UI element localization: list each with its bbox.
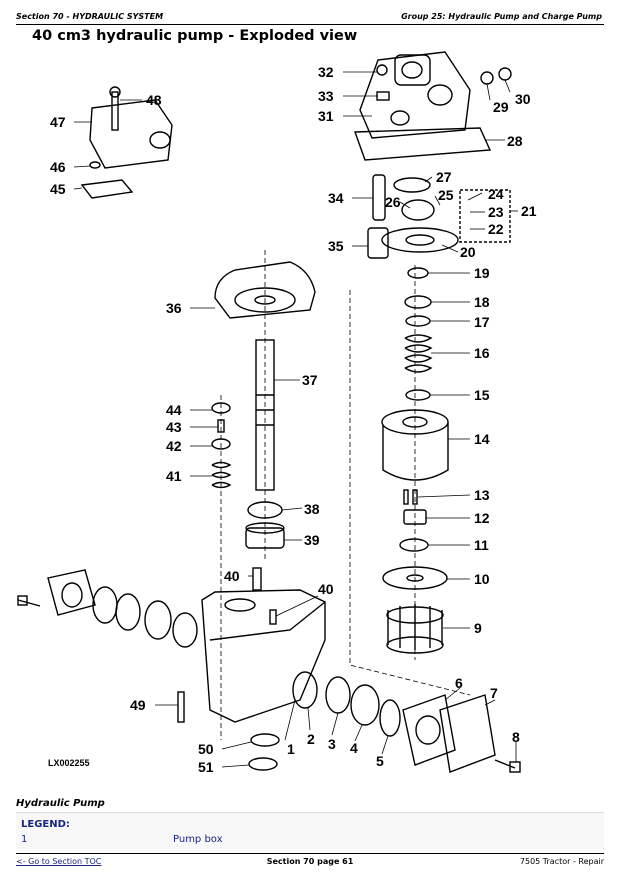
callout-51: 51 (198, 759, 214, 775)
legend-title: LEGEND: (21, 819, 70, 830)
legend-item-text: Pump box (173, 834, 223, 845)
callout-30: 30 (515, 91, 531, 107)
callout-46: 46 (50, 159, 66, 175)
callout-45: 45 (50, 181, 66, 197)
callout-38: 38 (304, 501, 320, 517)
callout-47: 47 (50, 114, 66, 130)
callout-24: 24 (488, 186, 504, 202)
callout-7: 7 (490, 685, 498, 701)
callout-28: 28 (507, 133, 523, 149)
callout-2: 2 (307, 731, 315, 747)
page-number: Section 70 page 61 (266, 857, 354, 866)
callout-37: 37 (302, 372, 318, 388)
callout-13: 13 (474, 487, 490, 503)
callout-41: 41 (166, 468, 182, 484)
callout-17: 17 (474, 314, 490, 330)
callout-22: 22 (488, 221, 504, 237)
callout-39: 39 (304, 532, 320, 548)
callout-35: 35 (328, 238, 344, 254)
callout-18: 18 (474, 294, 490, 310)
callout-9: 9 (474, 620, 482, 636)
legend-item-number: 1 (21, 834, 28, 845)
callout-44: 44 (166, 402, 182, 418)
manual-name: 7505 Tractor - Repair (519, 857, 604, 866)
callout-16: 16 (474, 345, 490, 361)
footer-divider (16, 853, 604, 854)
exploded-view-diagram: 1 2 3 4 5 6 7 8 9 10 11 12 13 14 15 16 1… (17, 51, 537, 775)
callout-15: 15 (474, 387, 490, 403)
callout-34: 34 (328, 190, 344, 206)
page-title: 40 cm3 hydraulic pump - Exploded view (32, 28, 358, 44)
callout-14: 14 (474, 431, 490, 447)
callout-32: 32 (318, 64, 334, 80)
callout-40-a: 40 (224, 568, 240, 584)
callout-49: 49 (130, 697, 146, 713)
callout-42: 42 (166, 438, 182, 454)
header-section: Section 70 - HYDRAULIC SYSTEM (16, 12, 164, 21)
callout-31: 31 (318, 108, 334, 124)
callout-43: 43 (166, 419, 182, 435)
callout-26: 26 (385, 194, 401, 210)
callout-21: 21 (521, 203, 537, 219)
callout-6: 6 (455, 675, 463, 691)
callout-12: 12 (474, 510, 490, 526)
callout-27: 27 (436, 169, 452, 185)
callout-19: 19 (474, 265, 490, 281)
go-to-section-toc-link[interactable]: <- Go to Section TOC (16, 857, 102, 866)
header-group: Group 25: Hydraulic Pump and Charge Pump (401, 12, 602, 21)
callout-29: 29 (493, 99, 509, 115)
legend: LEGEND: 1 Pump box (16, 812, 604, 851)
callout-3: 3 (328, 736, 336, 752)
callout-10: 10 (474, 571, 490, 587)
callout-25: 25 (438, 187, 454, 203)
callout-4: 4 (350, 740, 358, 756)
callout-23: 23 (488, 204, 504, 220)
callout-48: 48 (146, 92, 162, 108)
callout-5: 5 (376, 753, 384, 769)
header-divider (16, 24, 604, 25)
callout-40-b: 40 (318, 581, 334, 597)
callout-33: 33 (318, 88, 334, 104)
callout-50: 50 (198, 741, 214, 757)
callout-20: 20 (460, 244, 476, 260)
callout-8: 8 (512, 729, 520, 745)
figure-id: LX002255 (48, 758, 90, 768)
callout-11: 11 (474, 537, 489, 553)
callout-1: 1 (287, 741, 295, 757)
figure-caption: Hydraulic Pump (16, 798, 105, 809)
callout-36: 36 (166, 300, 182, 316)
